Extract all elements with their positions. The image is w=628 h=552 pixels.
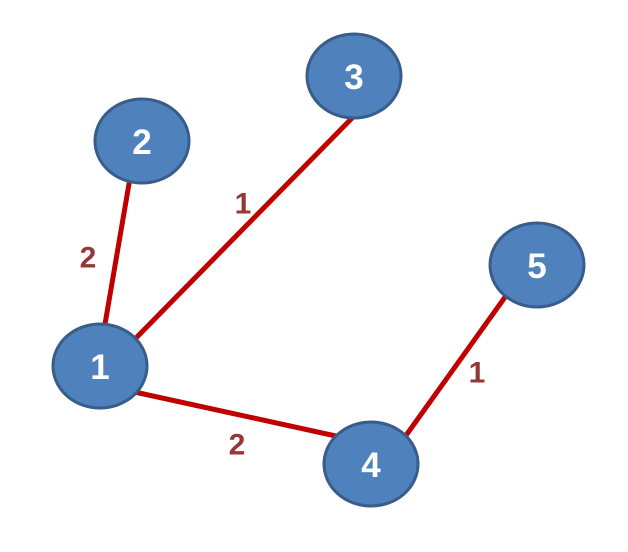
edge-weight-4-5: 1 bbox=[469, 357, 486, 390]
edge-1-2 bbox=[101, 175, 133, 333]
edge-weight-1-4: 2 bbox=[229, 429, 246, 462]
edge-1-3 bbox=[131, 109, 361, 343]
edge-4-5 bbox=[399, 290, 511, 444]
node-3-label: 3 bbox=[344, 58, 363, 97]
node-4: 4 bbox=[322, 420, 420, 508]
node-1-label: 1 bbox=[90, 348, 109, 387]
node-2-label: 2 bbox=[132, 123, 151, 162]
edge-weight-1-3: 1 bbox=[235, 188, 252, 221]
node-1: 1 bbox=[51, 322, 149, 410]
node-1-circle bbox=[51, 322, 149, 410]
node-5-label: 5 bbox=[527, 247, 546, 286]
node-4-circle bbox=[322, 420, 420, 508]
node-2-circle bbox=[93, 97, 191, 185]
node-5-circle bbox=[488, 221, 586, 309]
edges-layer bbox=[101, 109, 511, 444]
edge-weight-1-2: 2 bbox=[80, 242, 97, 275]
node-3-circle bbox=[305, 32, 403, 120]
edge-1-4 bbox=[127, 388, 348, 441]
edge-labels-layer: 2 1 2 1 bbox=[80, 188, 486, 462]
node-5: 5 bbox=[488, 221, 586, 309]
node-2: 2 bbox=[93, 97, 191, 185]
node-4-label: 4 bbox=[361, 446, 381, 485]
node-3: 3 bbox=[305, 32, 403, 120]
nodes-layer: 1 2 3 4 5 bbox=[51, 32, 586, 508]
